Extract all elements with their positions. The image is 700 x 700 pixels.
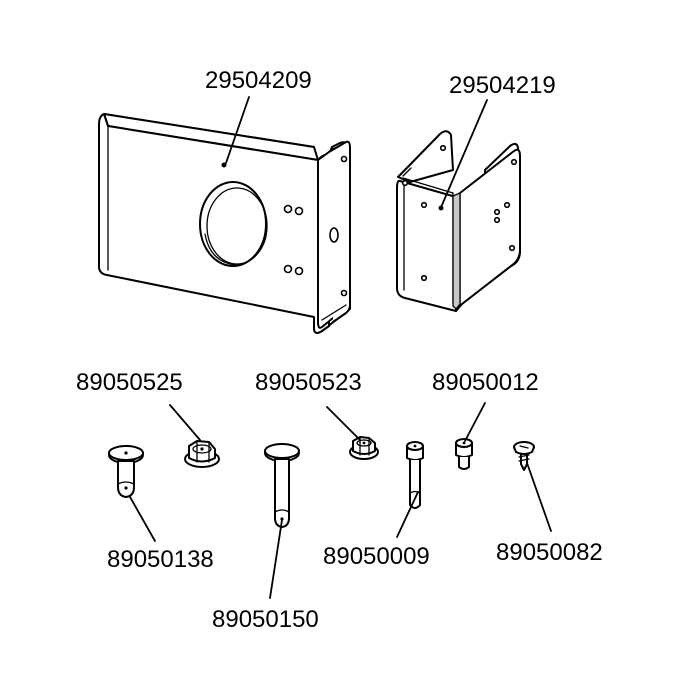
label-89050012: 89050012 bbox=[432, 369, 539, 396]
label-29504209: 29504209 bbox=[205, 67, 312, 94]
label-89050150: 89050150 bbox=[212, 606, 319, 633]
leader-89050525 bbox=[169, 404, 201, 441]
label-89050525: 89050525 bbox=[76, 369, 183, 396]
leader-89050012 bbox=[464, 402, 486, 442]
flange-nut-large-drawing bbox=[184, 440, 220, 468]
label-89050523: 89050523 bbox=[255, 369, 362, 396]
part-labels: 29504209 29504219 89050138 89050525 8905… bbox=[76, 67, 603, 633]
flange-nut-small-drawing bbox=[349, 436, 379, 460]
label-89050138: 89050138 bbox=[107, 546, 214, 573]
bracket-u-drawing bbox=[396, 130, 521, 312]
label-89050082: 89050082 bbox=[496, 539, 603, 566]
leader-89050082 bbox=[526, 462, 552, 532]
self-tapping-screw-drawing bbox=[513, 441, 535, 471]
leader-89050523 bbox=[326, 406, 361, 441]
label-29504219: 29504219 bbox=[449, 72, 556, 99]
leader-89050150 bbox=[269, 519, 283, 599]
bolt-long-drawing bbox=[406, 441, 424, 509]
leader-89050009 bbox=[396, 491, 419, 538]
leader-29504219 bbox=[441, 99, 488, 206]
pin-short-drawing bbox=[108, 445, 144, 498]
leader-lines bbox=[129, 96, 552, 599]
leader-89050138 bbox=[129, 496, 156, 542]
cap-screw-drawing bbox=[455, 438, 473, 470]
leader-29504209 bbox=[225, 96, 250, 164]
bracket-large-drawing bbox=[98, 113, 351, 334]
label-89050009: 89050009 bbox=[323, 543, 430, 570]
pin-long-drawing bbox=[264, 443, 300, 528]
